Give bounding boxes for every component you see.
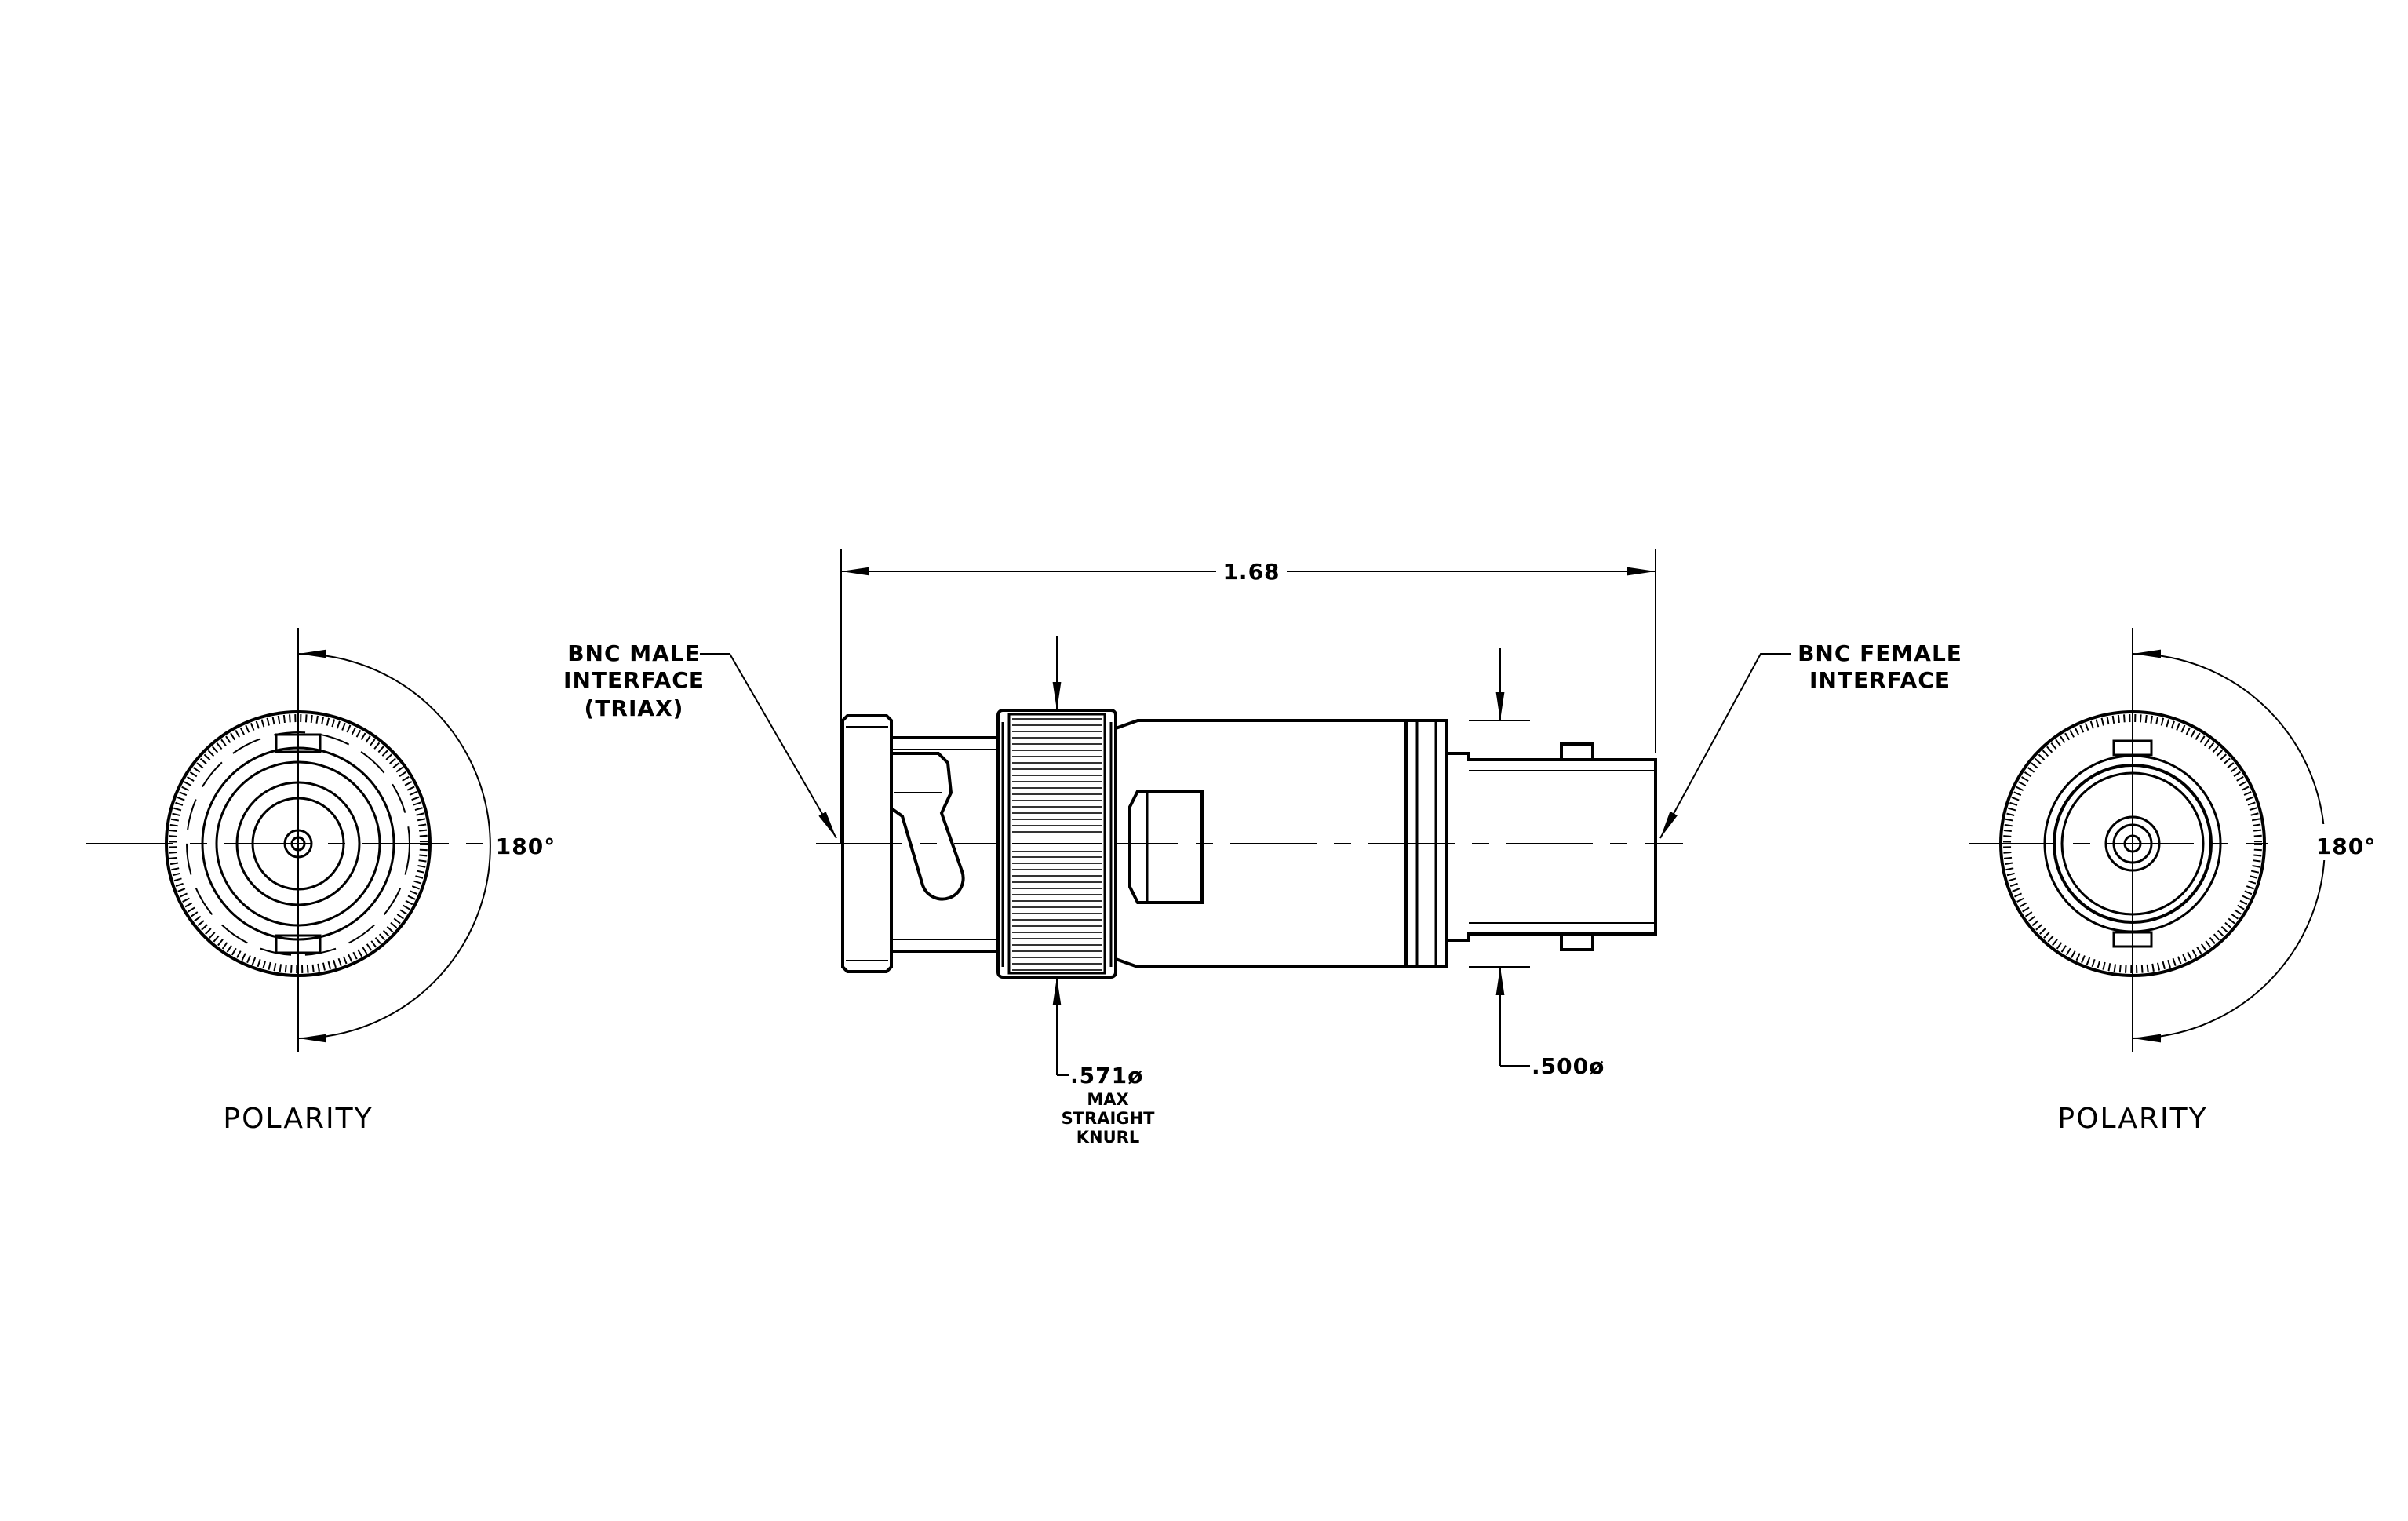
female-interface-line-2: INTERFACE	[1809, 667, 1951, 693]
right-angle-label: 180°	[2316, 833, 2376, 859]
side-view: 1.68	[563, 549, 1962, 1147]
left-knurl-texture	[169, 714, 428, 973]
male-flange	[841, 714, 893, 973]
male-interface-leader	[700, 653, 837, 839]
right-knurl-texture	[2003, 714, 2262, 973]
male-interface-line-2: INTERFACE	[563, 667, 705, 693]
knurl-note-line-3: KNURL	[1076, 1128, 1139, 1147]
female-stud-top	[1560, 742, 1594, 761]
body-wrench-flat	[1128, 790, 1204, 904]
right-polarity-arc	[2132, 649, 2326, 1043]
body-groove-ring	[1404, 719, 1448, 968]
knurl-note-line-2: STRAIGHT	[1062, 1109, 1155, 1128]
male-interface-line-1: BNC MALE	[567, 640, 701, 666]
left-polarity-caption: POLARITY	[223, 1103, 373, 1135]
left-angle-bg	[494, 824, 557, 860]
overall-length-label: 1.68	[1222, 559, 1280, 585]
bayonet-slot	[890, 752, 965, 901]
left-polarity-arc	[297, 649, 491, 1043]
left-angle-label: 180°	[496, 833, 556, 859]
left-end-view: 180° POLARITY	[86, 628, 557, 1135]
female-barrel	[1447, 752, 1657, 942]
female-stud-bottom	[1560, 932, 1594, 951]
right-end-view: 180° POLARITY	[1969, 628, 2381, 1135]
knurl-dim-label: .571ø	[1070, 1063, 1143, 1089]
right-polarity-caption: POLARITY	[2057, 1103, 2207, 1135]
knurl-note-line-1: MAX	[1087, 1090, 1128, 1109]
body-dim-label: .500ø	[1532, 1053, 1605, 1079]
male-interface-line-3: (TRIAX)	[585, 695, 684, 721]
female-interface-leader	[1659, 653, 1791, 839]
female-interface-line-1: BNC FEMALE	[1798, 640, 1962, 666]
knurl-band	[1007, 713, 1106, 975]
right-angle-bg	[2313, 824, 2381, 860]
